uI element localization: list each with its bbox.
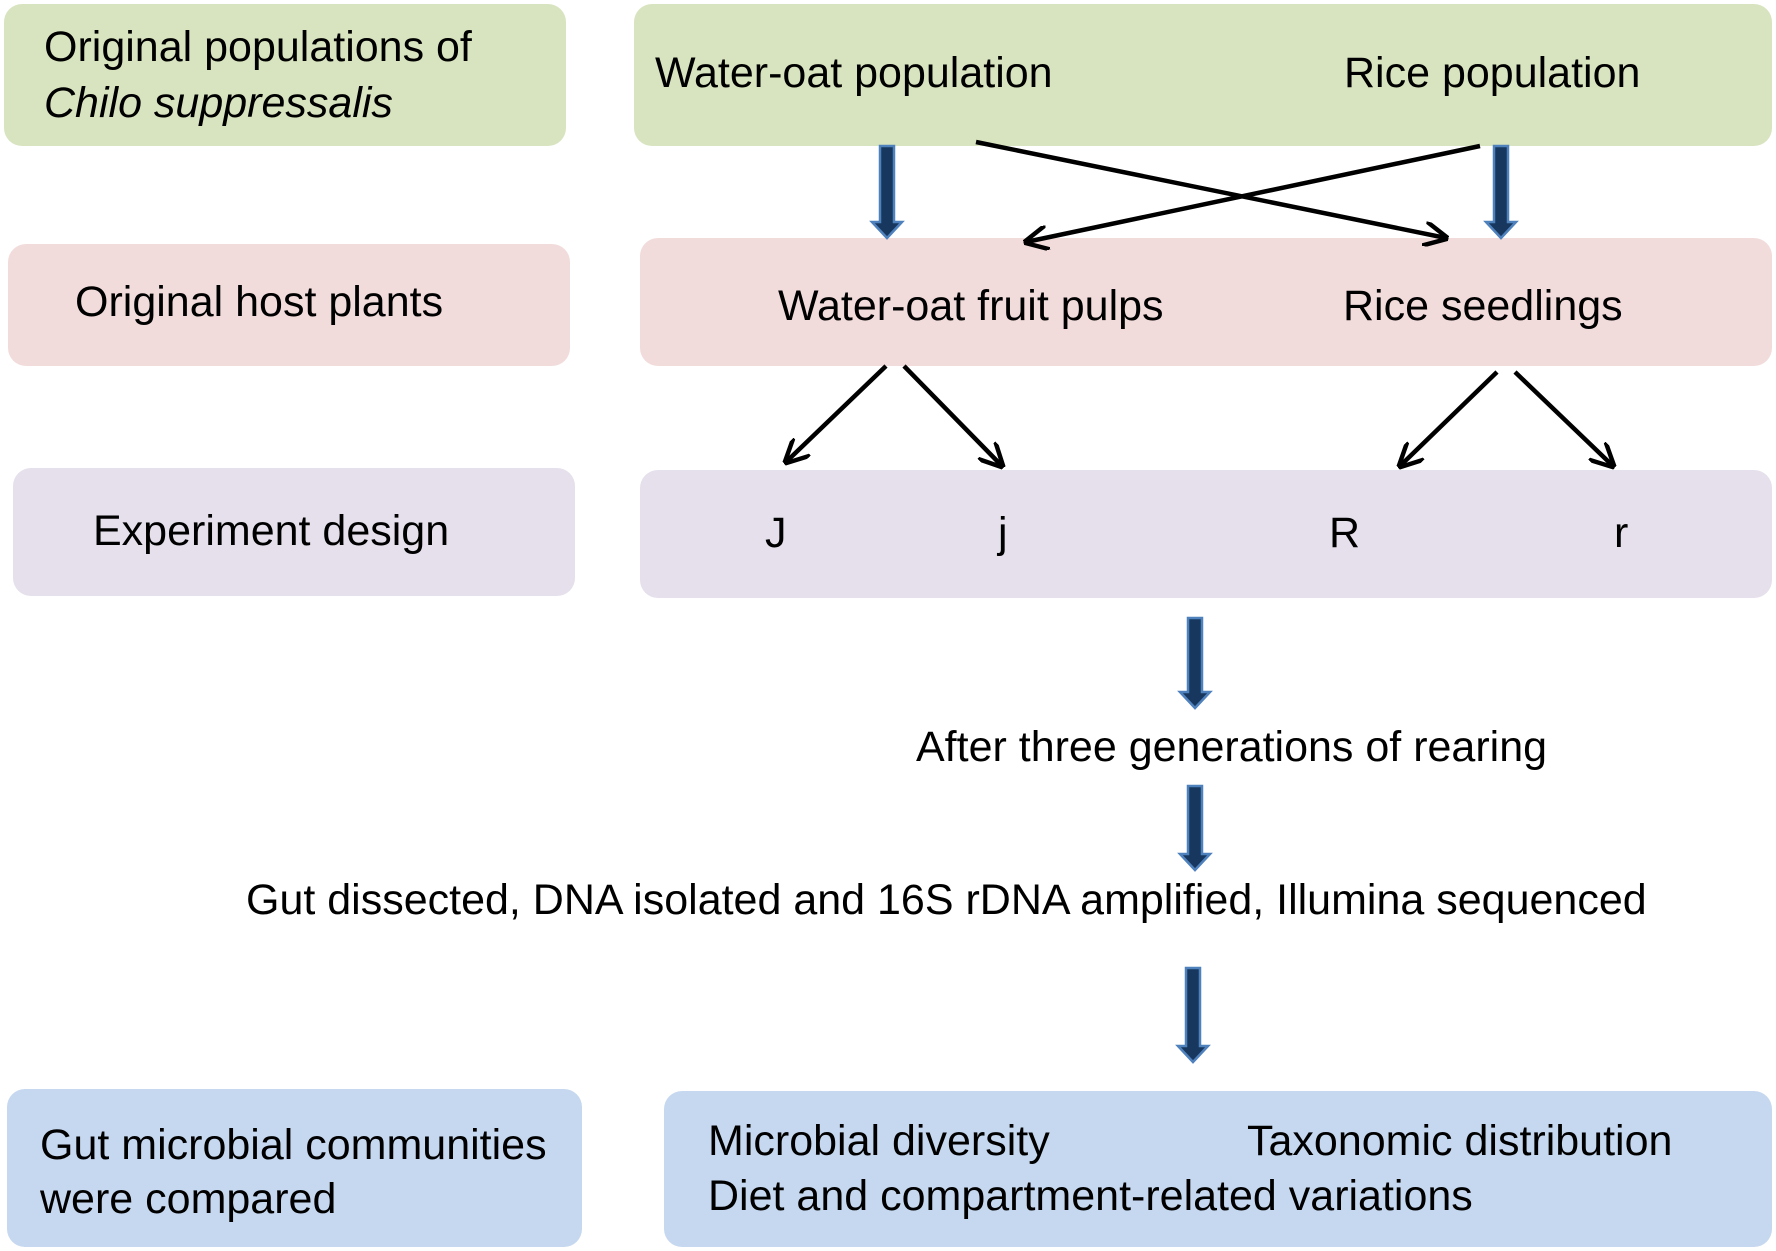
line-arrow-pulps-to-j [902,364,1002,466]
line-arrow-seedlings-to-r [1513,370,1613,466]
group-J: J [765,509,787,557]
line-arrow-seedlings-to-R [1400,370,1499,466]
host-plants-label-box [8,244,570,366]
water-oat-population: Water-oat population [655,49,1053,97]
block-arrow-water-oat [869,144,905,240]
rice-population: Rice population [1344,49,1641,97]
microbial-diversity: Microbial diversity [708,1117,1050,1165]
populations-label-species: Chilo suppressalis [44,79,393,127]
experiment-groups-box [640,470,1772,598]
diet-compartment-variations: Diet and compartment-related variations [708,1172,1473,1220]
rearing-step: After three generations of rearing [916,723,1548,771]
host-plants-box [640,238,1772,366]
experiment-label: Experiment design [93,507,450,555]
line-arrow-water-oat-to-rice [975,139,1446,238]
communities-label-line1: Gut microbial communities [40,1121,547,1169]
line-arrow-rice-to-water-oat [1026,143,1481,242]
group-r: r [1614,509,1629,557]
block-arrow-communities [1175,966,1211,1064]
experiment-label-box [13,468,575,596]
group-j: j [998,509,1008,557]
rice-seedlings: Rice seedlings [1343,282,1623,330]
taxonomic-distribution: Taxonomic distribution [1247,1117,1673,1165]
block-arrow-sequencing [1177,784,1213,872]
sequencing-step: Gut dissected, DNA isolated and 16S rDNA… [246,876,1647,924]
communities-results-box [664,1091,1772,1247]
communities-label-box [7,1089,582,1247]
populations-label-line1: Original populations of [44,23,472,71]
populations-label-box [4,4,566,146]
water-oat-fruit-pulps: Water-oat fruit pulps [778,282,1164,330]
group-R: R [1329,509,1361,557]
host-plants-label: Original host plants [75,278,444,326]
block-arrow-rearing [1177,616,1213,710]
line-arrow-pulps-to-J [786,364,888,462]
block-arrow-rice [1483,144,1519,240]
communities-label-line2: were compared [40,1175,337,1223]
populations-box [634,4,1772,146]
